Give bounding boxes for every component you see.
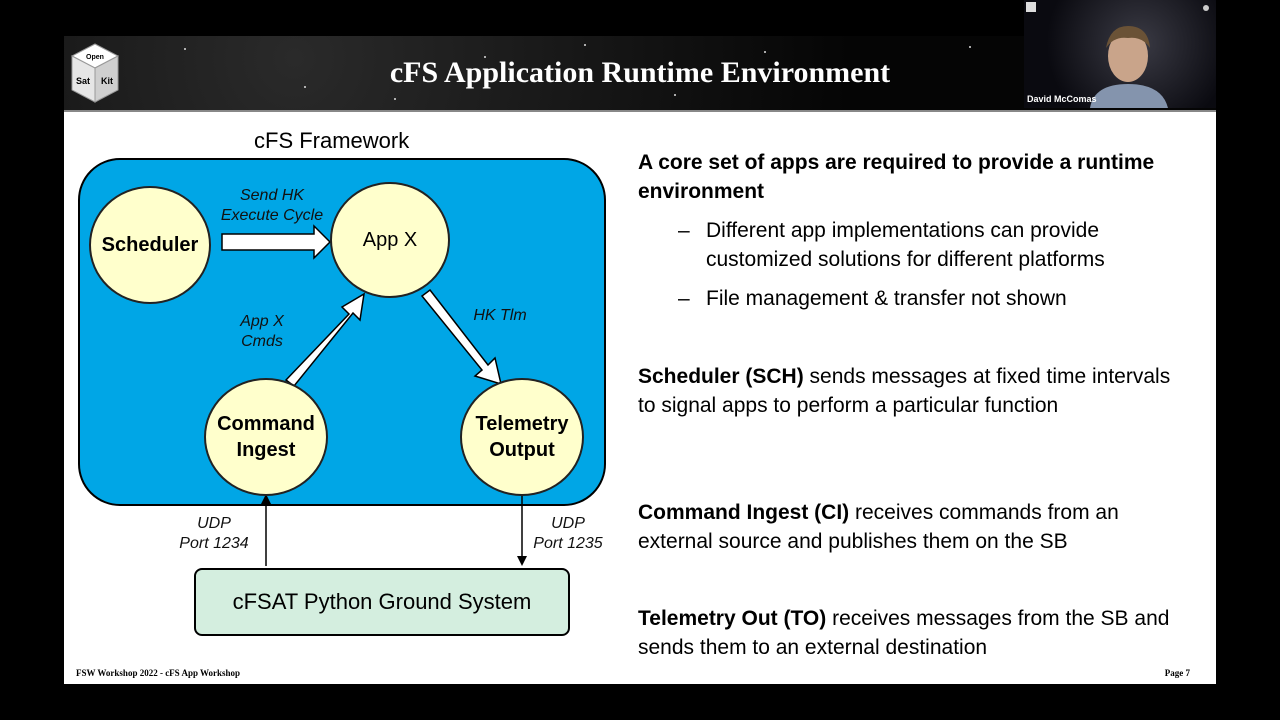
diagram-arrows <box>221 224 527 566</box>
hk-tlm-arrow <box>420 288 503 386</box>
opensatkit-logo: Open Sat Kit <box>70 43 120 103</box>
footer-page-number: Page 7 <box>1164 668 1190 678</box>
to-desc-bold: Telemetry Out (TO) <box>638 607 827 630</box>
bullet-2: File management & transfer not shown <box>706 287 1067 310</box>
presenter-video-icon <box>1026 2 1209 108</box>
send-hk-arrow <box>221 224 332 260</box>
udp-out-arrowhead <box>517 556 527 566</box>
ci-desc-bold: Command Ingest (CI) <box>638 501 850 524</box>
appx-cmds-arrow <box>284 292 365 388</box>
bullet-dash-2: – <box>678 287 690 310</box>
logo-kit-text: Kit <box>101 76 113 86</box>
appx-label: App X <box>362 229 418 251</box>
ci-label-1: Command <box>217 413 315 435</box>
slide-title: cFS Application Runtime Environment <box>389 56 891 89</box>
scheduler-desc-rest: sends messages at fixed time intervals t… <box>638 365 1171 417</box>
webcam-name: David McComas <box>1027 94 1097 104</box>
scheduler-desc: Scheduler (SCH) sends messages at fixed … <box>638 362 1178 420</box>
appx-node: App X <box>330 182 450 298</box>
ground-system-box: cFSAT Python Ground System <box>194 568 570 636</box>
bullet-dash-1: – <box>678 219 690 242</box>
scheduler-node: Scheduler <box>89 186 211 304</box>
to-desc: Telemetry Out (TO) receives messages fro… <box>638 604 1208 662</box>
ci-desc-rest: receives commands from an external sourc… <box>638 501 1119 553</box>
logo-open-text: Open <box>86 54 104 61</box>
slide: cFS Application Runtime Environment Open… <box>64 36 1216 684</box>
diagram-title: cFS Framework <box>254 128 410 153</box>
intro-text: A core set of apps are required to provi… <box>638 151 1155 203</box>
udp-in-arrowhead <box>261 494 271 504</box>
webcam-video[interactable]: David McComas <box>1024 0 1216 108</box>
ground-system-label: cFSAT Python Ground System <box>232 589 532 614</box>
bullet-1: Different app implementations can provid… <box>706 219 1105 271</box>
logo-sat-text: Sat <box>76 76 90 86</box>
title-divider <box>64 110 1216 112</box>
ci-desc: Command Ingest (CI) receives commands fr… <box>638 498 1198 556</box>
ci-label-2: Ingest <box>236 439 296 461</box>
scheduler-label: Scheduler <box>101 234 199 256</box>
to-desc-rest: receives messages from the SB and sends … <box>638 607 1170 659</box>
scheduler-desc-bold: Scheduler (SCH) <box>638 365 804 388</box>
to-label-2: Output <box>489 439 555 461</box>
to-label-1: Telemetry <box>475 413 569 435</box>
hk-tlm-label: HK Tlm <box>473 307 527 324</box>
footer-left: FSW Workshop 2022 - cFS App Workshop <box>76 668 241 678</box>
